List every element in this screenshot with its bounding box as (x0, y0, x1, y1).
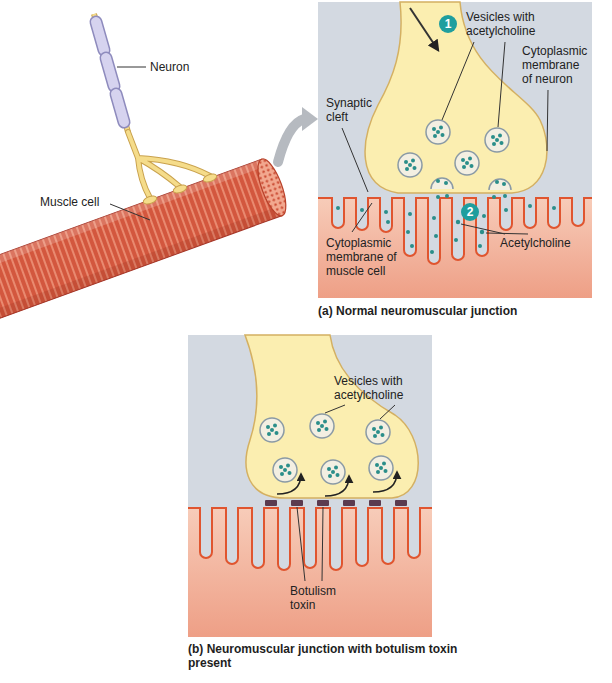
leader-line (110, 67, 150, 220)
signal-arrow (410, 8, 438, 50)
part-label: Cytoplasmic membrane of muscle cell (326, 236, 400, 278)
part-label: Botulism toxin (290, 584, 348, 612)
fiber-shadow (0, 206, 282, 318)
panel-background (318, 2, 592, 298)
panel-caption: (b) Neuromuscular junction with botulism… (188, 642, 460, 670)
part-label: Synaptic cleft (326, 96, 382, 124)
botulism-toxin (265, 500, 407, 506)
callout-number: 2 (461, 203, 479, 221)
part-label: Neuron (150, 60, 189, 74)
fiber-highlight (0, 159, 264, 269)
muscle-fiber (0, 156, 292, 318)
panel-caption: (a) Normal neuromuscular junction (318, 304, 517, 318)
neuron (94, 14, 218, 206)
axon (94, 14, 128, 132)
part-label: Vesicles with acetylcholine (334, 374, 418, 402)
zoom-arrow (278, 107, 318, 162)
leader-line (342, 42, 548, 234)
vesicles (260, 414, 393, 484)
part-label: Acetylcholine (500, 236, 571, 250)
fiber-cross-section (252, 156, 291, 219)
axon-terminal (245, 335, 418, 498)
vesicles (398, 120, 509, 177)
muscle-membrane (188, 508, 432, 570)
fusing-vesicles (431, 178, 511, 190)
part-label: Cytoplasmic membrane of neuron (522, 44, 590, 86)
muscle-tissue (188, 508, 432, 637)
blocked-fusion-arrow (277, 472, 397, 496)
panel-background (188, 335, 432, 637)
panel-b (188, 335, 432, 637)
part-label: Muscle cell (40, 195, 99, 209)
part-label: Vesicles with acetylcholine (466, 10, 550, 38)
axon-outline (94, 14, 128, 132)
axon-branches (128, 132, 210, 198)
muscle-tissue (318, 198, 592, 298)
myelin-sheath (96, 22, 124, 122)
axon-terminals (142, 172, 218, 205)
leader-line (297, 405, 395, 581)
callout-number: 1 (439, 15, 457, 33)
panel-a (318, 2, 592, 298)
